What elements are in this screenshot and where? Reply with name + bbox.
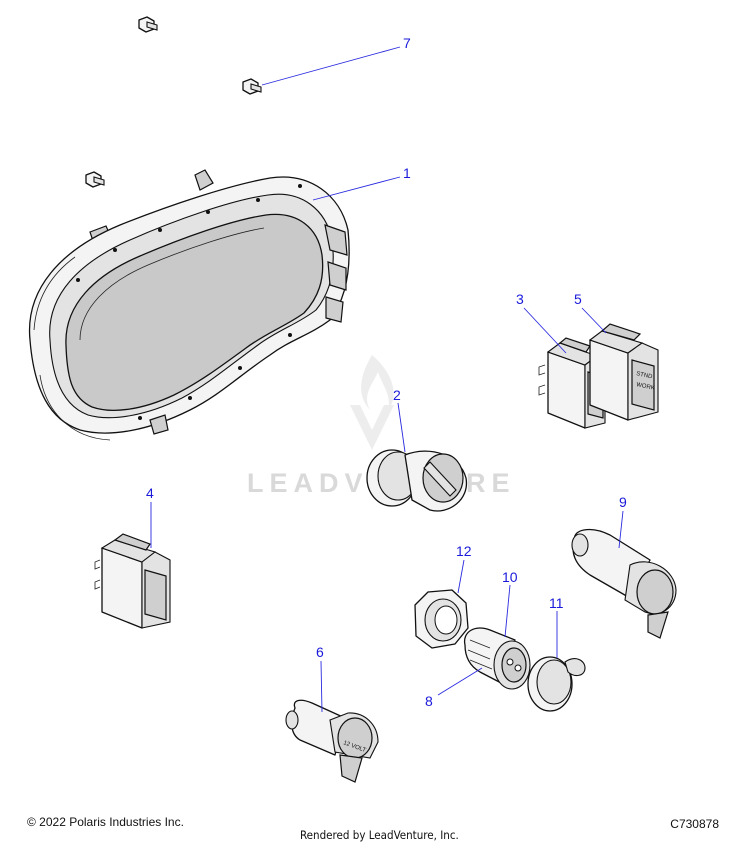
callout-1: 1 bbox=[403, 165, 411, 181]
callout-11: 11 bbox=[549, 595, 564, 611]
callout-5: 5 bbox=[574, 291, 582, 307]
callout-6: 6 bbox=[316, 644, 324, 660]
callout-9: 9 bbox=[619, 494, 627, 510]
callout-2: 2 bbox=[393, 387, 401, 403]
switch5-label-stnd: STND bbox=[636, 371, 654, 380]
part-nut-12 bbox=[414, 589, 469, 649]
callout-12: 12 bbox=[456, 543, 472, 559]
part-rocker-switch-5: STND WORK bbox=[588, 323, 659, 421]
callout-numbers: 7 1 2 3 5 4 9 12 10 11 8 6 bbox=[146, 35, 627, 709]
figure-code: C730878 bbox=[670, 817, 719, 831]
watermark-flame-icon bbox=[350, 355, 394, 450]
callout-4: 4 bbox=[146, 485, 154, 501]
part-rocker-switch-4 bbox=[94, 533, 171, 629]
part-ignition-switch-2 bbox=[366, 449, 468, 512]
part-power-outlet-9 bbox=[571, 528, 677, 639]
copyright-text: © 2022 Polaris Industries Inc. bbox=[27, 815, 184, 829]
leader-lines bbox=[150, 46, 624, 713]
callout-10: 10 bbox=[502, 569, 518, 585]
part-instrument-cluster-1 bbox=[28, 169, 350, 441]
switch5-label-work: WORK bbox=[636, 382, 656, 392]
rendered-by-text: Rendered by LeadVenture, Inc. bbox=[300, 828, 459, 842]
callout-7: 7 bbox=[403, 35, 411, 51]
part-usb-socket-10 bbox=[463, 627, 531, 690]
callout-3: 3 bbox=[516, 291, 524, 307]
part-screw-7 bbox=[85, 16, 262, 188]
part-12v-outlet-6: 12 VOLT bbox=[285, 699, 379, 783]
part-cap-11 bbox=[527, 656, 586, 712]
callout-8: 8 bbox=[425, 693, 433, 709]
